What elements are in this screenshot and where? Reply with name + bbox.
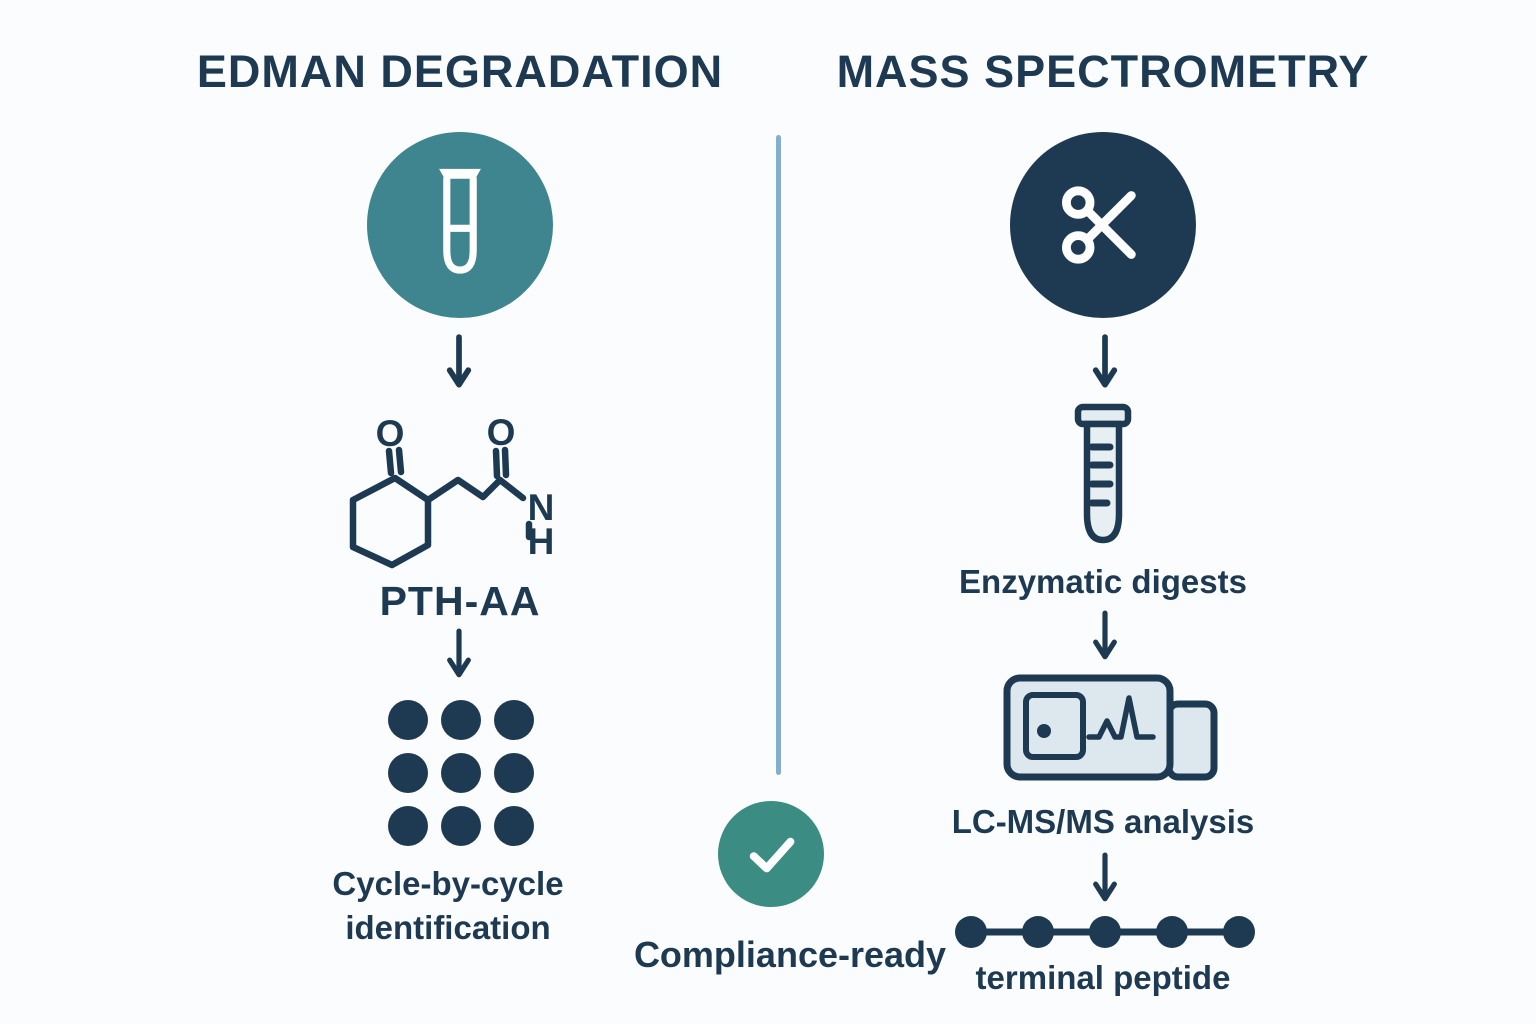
column-divider-line xyxy=(776,135,781,775)
lcms-instrument-icon xyxy=(1003,674,1218,781)
down-arrow-icon xyxy=(1092,334,1118,394)
scissors-icon xyxy=(1044,166,1162,284)
pth-aa-molecule-icon: O O N H xyxy=(345,405,615,573)
down-arrow-icon xyxy=(446,334,472,394)
compliance-check-badge xyxy=(718,801,824,907)
sample-tube-icon xyxy=(1068,402,1138,552)
right-column-title: MASS SPECTROMETRY xyxy=(836,46,1370,97)
test-tube-icon xyxy=(405,160,515,290)
pth-aa-label: PTH-AA xyxy=(379,578,541,624)
test-tube-circle-badge xyxy=(367,132,553,318)
down-arrow-icon xyxy=(446,628,472,684)
molecule-atom-h: H xyxy=(528,521,555,562)
enzymatic-digests-label: Enzymatic digests xyxy=(959,563,1247,600)
down-arrow-icon xyxy=(1092,852,1118,908)
cycle-identification-label: Cycle-by-cycle identification xyxy=(332,865,564,946)
cycle-dots-grid-icon xyxy=(388,700,534,846)
compliance-ready-label: Compliance-ready xyxy=(633,934,947,975)
left-column-title: EDMAN DEGRADATION xyxy=(196,46,724,97)
scissors-circle-badge xyxy=(1010,132,1196,318)
peptide-chain-icon xyxy=(955,912,1255,952)
molecule-atom-o-right: O xyxy=(487,412,516,453)
terminal-peptide-label: terminal peptide xyxy=(975,959,1231,996)
down-arrow-icon xyxy=(1092,610,1118,666)
checkmark-icon xyxy=(735,818,807,890)
molecule-atom-o-left: O xyxy=(376,413,405,454)
lcms-analysis-label: LC-MS/MS analysis xyxy=(951,803,1255,840)
molecule-atom-n: N xyxy=(528,487,555,528)
